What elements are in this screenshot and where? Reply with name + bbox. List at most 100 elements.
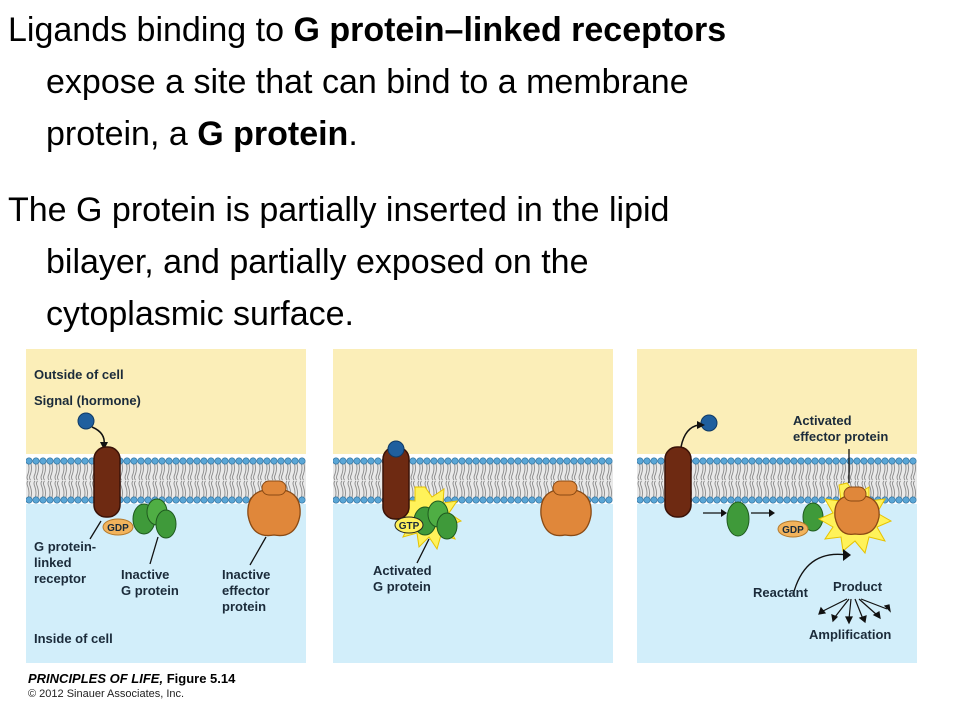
paragraph1-period: . (348, 115, 358, 153)
lipid-head (179, 496, 187, 504)
lipid-tail (138, 480, 144, 500)
lipid-tail (152, 461, 158, 481)
signal-hormone-label: Signal (hormone) (34, 393, 141, 408)
lipid-tail (784, 480, 790, 500)
lipid-tail (508, 461, 514, 481)
paragraph1-line1: Ligands binding to G protein–linked rece… (8, 11, 726, 49)
arrowhead-icon (100, 442, 108, 450)
lipid-head (699, 457, 707, 465)
lipid-head (479, 496, 487, 504)
lipid-head (214, 496, 222, 504)
lipid-head (430, 457, 438, 465)
lipid-tail (585, 461, 591, 481)
lipid-head (458, 457, 466, 465)
lipid-tail (637, 461, 643, 481)
lipid-tail (543, 461, 549, 481)
lipid-head (200, 457, 208, 465)
lipid-head (909, 457, 917, 465)
lipid-head (769, 457, 777, 465)
lipid-head (193, 457, 201, 465)
lipid-tail (501, 480, 507, 500)
lipid-head (416, 457, 424, 465)
lipid-head (577, 457, 585, 465)
lipid-tail (236, 480, 242, 500)
lipid-tail (833, 461, 839, 481)
lipid-tail (278, 461, 284, 481)
amplification-label: Amplification (809, 627, 891, 642)
lipid-head (762, 457, 770, 465)
lipid-head (657, 457, 665, 465)
lipid-tail (522, 461, 528, 481)
release-arrow-icon (680, 424, 700, 448)
term-g-protein-linked-receptors: G protein–linked receptors (293, 11, 727, 49)
lipid-tail (375, 480, 381, 500)
lipid-head (528, 457, 536, 465)
diagram-panel-activated-g-protein: GTP Activated G protein (333, 349, 613, 663)
lipid-head (214, 457, 222, 465)
lipid-tail (187, 461, 193, 481)
product-label: Product (833, 579, 883, 594)
lipid-tail (578, 461, 584, 481)
lipid-head (598, 457, 606, 465)
lipid-head (874, 457, 882, 465)
lipid-head (902, 496, 910, 504)
lipid-tail (473, 461, 479, 481)
lipid-tail (854, 461, 860, 481)
lipid-head (549, 457, 557, 465)
lipid-head (692, 457, 700, 465)
lipid-tail (714, 480, 720, 500)
lipid-tail (707, 480, 713, 500)
lipid-tail (592, 461, 598, 481)
lipid-tail (826, 480, 832, 500)
lipid-head (458, 496, 466, 504)
lipid-head (521, 457, 529, 465)
lipid-tail (868, 461, 874, 481)
lipid-head (186, 496, 194, 504)
lipid-head (74, 457, 82, 465)
lipid-tail (910, 480, 916, 500)
lipid-head (535, 496, 543, 504)
activated-effector-label-line2: effector protein (793, 429, 888, 444)
lipid-head (535, 457, 543, 465)
lipid-head (783, 496, 791, 504)
lipid-head (228, 457, 236, 465)
lipid-tail (466, 461, 472, 481)
lipid-tail (452, 480, 458, 500)
lipid-tail (145, 461, 151, 481)
lipid-tail (201, 461, 207, 481)
lipid-head (32, 496, 40, 504)
lipid-tail (361, 461, 367, 481)
lipid-head (727, 457, 735, 465)
effector-label-line2: effector (222, 583, 270, 598)
lipid-tail (173, 461, 179, 481)
lipid-tail (896, 461, 902, 481)
lipid-head (748, 457, 756, 465)
lipid-tail (40, 461, 46, 481)
lipid-head (734, 457, 742, 465)
lipid-head (811, 496, 819, 504)
lipid-head (591, 457, 599, 465)
lipid-tail (229, 480, 235, 500)
lipid-tail (501, 461, 507, 481)
lipid-head (67, 457, 75, 465)
lipid-tail (522, 480, 528, 500)
lipid-head (776, 457, 784, 465)
lipid-head (657, 496, 665, 504)
lipid-head (172, 496, 180, 504)
lipid-tail (180, 461, 186, 481)
lipid-tail (215, 480, 221, 500)
lipid-head (123, 457, 131, 465)
lipid-tail (466, 480, 472, 500)
effector-protein-icon (834, 486, 880, 536)
lipid-tail (445, 480, 451, 500)
effector-protein-icon (247, 480, 301, 537)
lipid-tail (735, 480, 741, 500)
g-protein-label-line2: G protein (121, 583, 179, 598)
lipid-head (339, 496, 347, 504)
lipid-head (81, 457, 89, 465)
lipid-head (542, 457, 550, 465)
lipid-tail (180, 480, 186, 500)
lipid-tail (347, 480, 353, 500)
lipid-head (130, 496, 138, 504)
lipid-tail (194, 461, 200, 481)
